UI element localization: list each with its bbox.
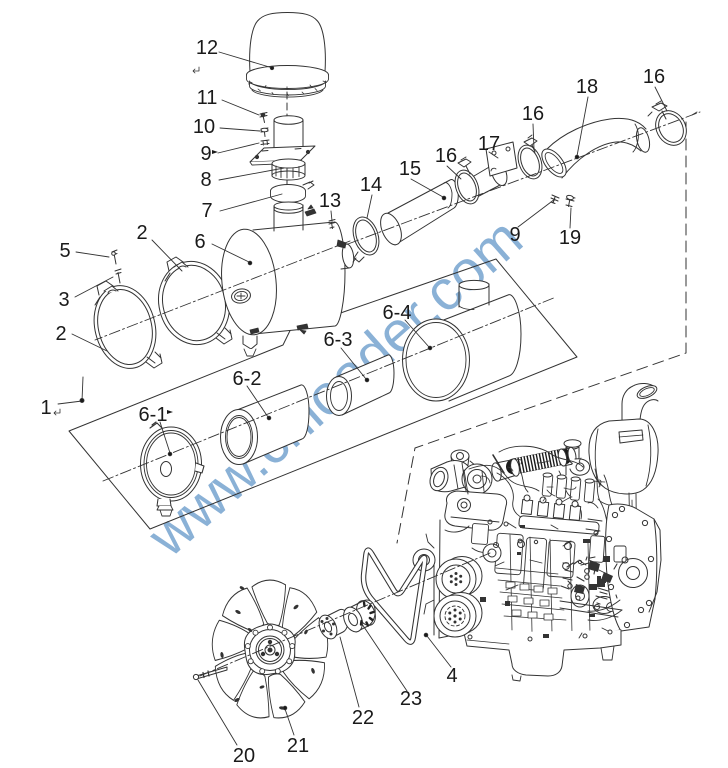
svg-text:4: 4 bbox=[446, 665, 457, 687]
svg-text:20: 20 bbox=[233, 745, 255, 767]
svg-text:19: 19 bbox=[559, 227, 581, 249]
svg-text:6: 6 bbox=[194, 231, 205, 253]
svg-text:8: 8 bbox=[200, 169, 211, 191]
svg-text:6-4: 6-4 bbox=[383, 302, 412, 324]
svg-text:2: 2 bbox=[136, 222, 147, 244]
svg-text:6-2: 6-2 bbox=[233, 368, 262, 390]
svg-text:14: 14 bbox=[360, 174, 382, 196]
svg-text:6-3: 6-3 bbox=[324, 329, 353, 351]
svg-text:3: 3 bbox=[58, 289, 69, 311]
svg-text:1: 1 bbox=[40, 397, 51, 419]
svg-text:7: 7 bbox=[201, 200, 212, 222]
svg-text:9: 9 bbox=[509, 224, 520, 246]
svg-text:18: 18 bbox=[576, 76, 598, 98]
svg-text:21: 21 bbox=[287, 735, 309, 757]
svg-text:16: 16 bbox=[435, 145, 457, 167]
svg-text:11: 11 bbox=[197, 87, 218, 109]
svg-text:17: 17 bbox=[478, 133, 500, 155]
svg-text:2: 2 bbox=[55, 323, 66, 345]
svg-text:12: 12 bbox=[196, 37, 218, 59]
svg-text:9: 9 bbox=[200, 143, 211, 165]
svg-text:15: 15 bbox=[399, 158, 421, 180]
svg-text:13: 13 bbox=[319, 190, 341, 212]
svg-text:22: 22 bbox=[352, 707, 374, 729]
svg-text:16: 16 bbox=[643, 66, 665, 88]
svg-text:23: 23 bbox=[400, 688, 422, 710]
svg-text:16: 16 bbox=[522, 103, 544, 125]
svg-text:10: 10 bbox=[193, 116, 215, 138]
svg-text:5: 5 bbox=[59, 240, 70, 262]
svg-text:6-1: 6-1 bbox=[139, 404, 168, 426]
